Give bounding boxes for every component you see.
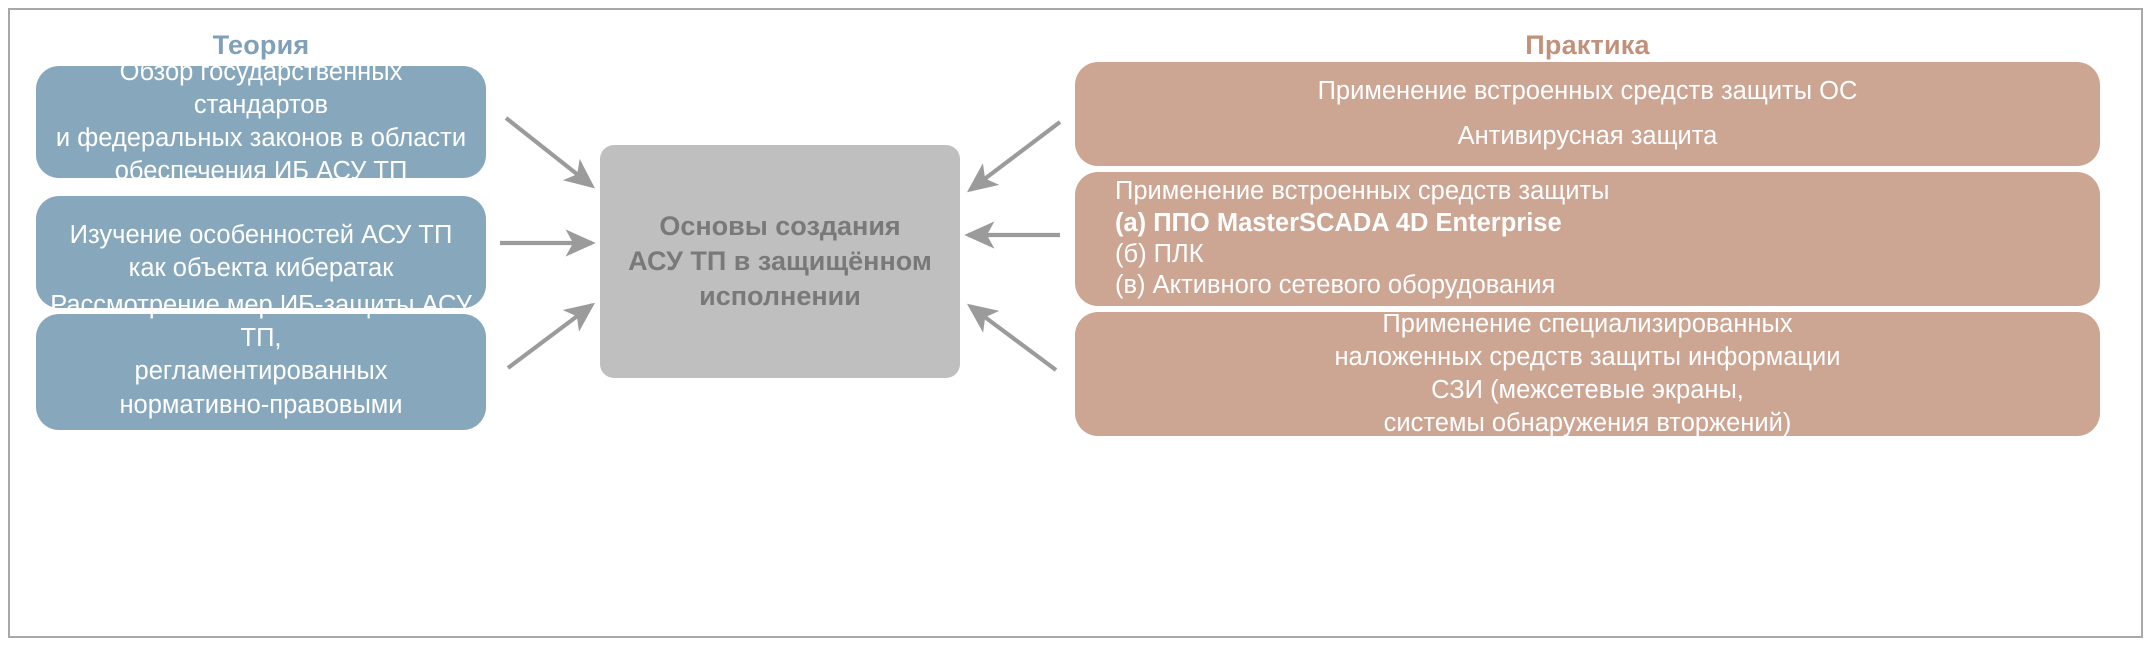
practice-box-2-line-1: Применение встроенных средств защиты — [1115, 177, 1610, 206]
practice-box-3-line-4: системы обнаружения вторжений) — [1383, 409, 1792, 438]
practice-box-3-line-1: Применение специализированных — [1382, 309, 1793, 338]
practice-box-3-text: Применение специализированных наложенных… — [1089, 308, 2086, 441]
theory-box-3-line-1: Рассмотрение мер ИБ-защиты АСУ ТП, — [50, 291, 472, 353]
theory-box-1-line-1: Обзор государственных стандартов — [119, 57, 403, 119]
practice-box-3-line-2: наложенных средств защиты информации — [1334, 342, 1841, 371]
center-box-text: Основы создания АСУ ТП в защищённом испо… — [628, 209, 932, 314]
theory-column-title: Теория — [212, 30, 310, 60]
practice-box-1-line-1: Применение встроенных средств защиты ОС — [1317, 77, 1858, 106]
practice-box-2: Применение встроенных средств защиты (а)… — [1075, 172, 2100, 306]
theory-box-1-line-2: и федеральных законов в области — [55, 124, 467, 152]
center-box-line-2: АСУ ТП в защищённом — [628, 245, 932, 276]
practice-box-2-line-3: (б) ПЛК — [1115, 240, 1204, 268]
theory-box-1-line-3: обеспечения ИБ АСУ ТП — [114, 157, 408, 186]
practice-box-3: Применение специализированных наложенных… — [1075, 310, 2100, 437]
center-box: Основы создания АСУ ТП в защищённом испо… — [600, 145, 960, 378]
practice-box-1-text: Применение встроенных средств защиты ОС … — [1089, 69, 2086, 158]
theory-box-3-line-2: регламентированных — [134, 357, 388, 386]
theory-box-2: Изучение особенностей АСУ ТП как объекта… — [36, 196, 486, 308]
practice-box-2-text: Применение встроенных средств защиты (а)… — [1115, 176, 2086, 301]
practice-box-1: Применение встроенных средств защиты ОС … — [1075, 62, 2100, 166]
theory-box-3-line-3: нормативно-правовыми документами — [119, 390, 403, 452]
center-box-line-1: Основы создания — [659, 210, 901, 241]
practice-box-2-line-2: (а) ППО MasterSCADA 4D Enterprise — [1115, 208, 1562, 237]
theory-box-2-text: Изучение особенностей АСУ ТП как объекта… — [50, 219, 472, 285]
theory-box-1-text: Обзор государственных стандартов и федер… — [50, 56, 472, 189]
theory-box-3-text: Рассмотрение мер ИБ-защиты АСУ ТП, регла… — [50, 289, 472, 455]
theory-box-2-line-1: Изучение особенностей АСУ ТП — [69, 220, 453, 249]
practice-box-1-line-2: Антивирусная защита — [1457, 122, 1718, 150]
theory-box-3: Рассмотрение мер ИБ-защиты АСУ ТП, регла… — [36, 291, 486, 452]
theory-box-1: Обзор государственных стандартов и федер… — [36, 58, 486, 185]
center-box-line-3: исполнении — [699, 281, 861, 312]
theory-box-2-line-2: как объекта кибератак — [128, 254, 394, 282]
practice-box-2-line-4: (в) Активного сетевого оборудования — [1115, 271, 1556, 300]
practice-box-3-line-3: СЗИ (межсетевые экраны, — [1431, 376, 1744, 404]
practice-column-title: Практика — [1525, 30, 1650, 60]
